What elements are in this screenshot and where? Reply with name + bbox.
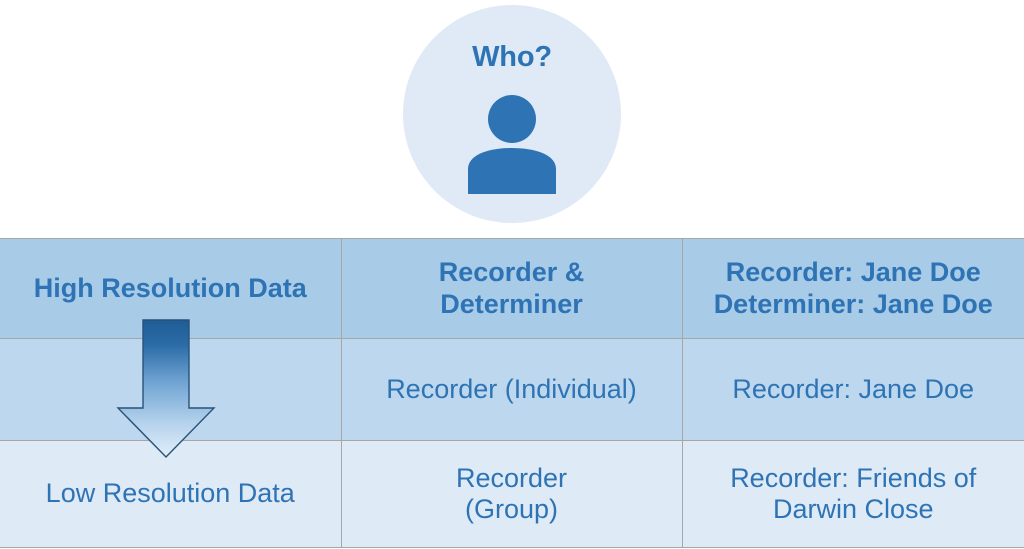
table-row-group: Low Resolution Data Recorder(Group) Reco…: [0, 440, 1024, 548]
who-title: Who?: [472, 41, 552, 73]
table-row-header: High Resolution Data Recorder &Determine…: [0, 238, 1024, 339]
cell-recorder-jane-doe: Recorder: Jane Doe: [681, 338, 1024, 441]
resolution-matrix-table: High Resolution Data Recorder &Determine…: [0, 238, 1024, 548]
cell-recorder-individual: Recorder (Individual): [340, 338, 683, 441]
who-badge: Who?: [403, 5, 621, 223]
cell-recorder-and-determiner: Recorder &Determiner: [340, 238, 683, 339]
person-icon: [468, 95, 556, 194]
cell-low-resolution-data: Low Resolution Data: [0, 440, 342, 548]
table-row-individual: Recorder (Individual) Recorder: Jane Doe: [0, 338, 1024, 441]
cell-high-resolution-data: High Resolution Data: [0, 238, 342, 339]
cell-arrow-spacer: [0, 338, 342, 441]
cell-recorder-group: Recorder(Group): [340, 440, 683, 548]
